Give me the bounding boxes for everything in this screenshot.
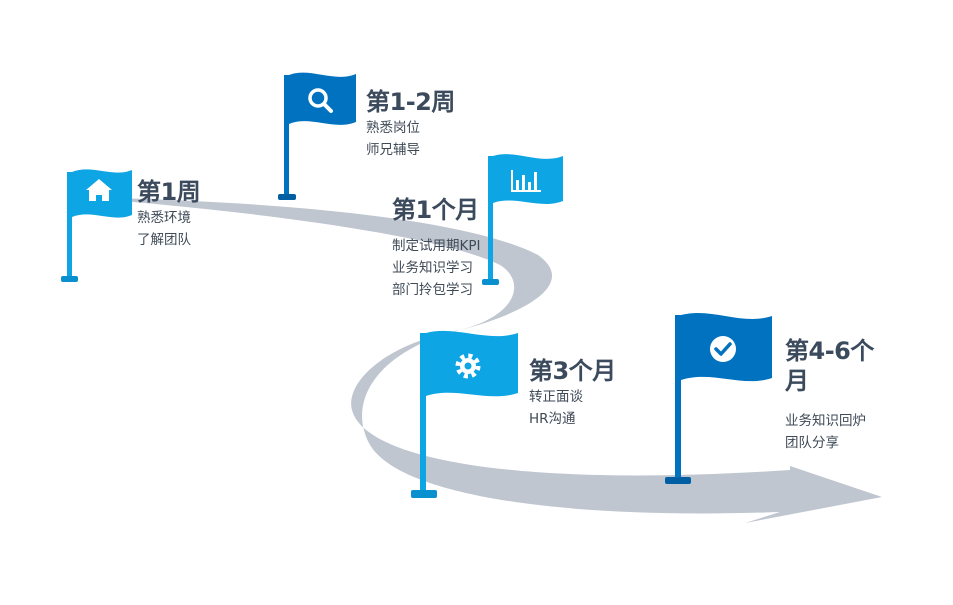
flag-month4-6 — [665, 312, 772, 484]
milestone-desc: 熟悉岗位 师兄辅导 — [366, 117, 455, 161]
desc-line: 了解团队 — [137, 232, 191, 248]
desc-line: 师兄辅导 — [366, 142, 420, 158]
milestone-week1: 第1周 熟悉环境 了解团队 — [137, 177, 201, 251]
desc-line: HR沟通 — [529, 411, 576, 427]
search-icon — [308, 88, 333, 113]
title-line: 月 — [785, 367, 809, 395]
milestone-week1-2: 第1-2周 熟悉岗位 师兄辅导 — [366, 87, 455, 161]
bar-chart-icon — [511, 170, 541, 192]
desc-line: 制定试用期KPI — [392, 238, 481, 254]
milestone-month1: 第1个月 制定试用期KPI 业务知识学习 部门拎包学习 — [392, 195, 480, 301]
desc-line: 业务知识回炉 — [785, 413, 866, 429]
desc-line: 部门拎包学习 — [392, 282, 473, 298]
milestone-desc: 制定试用期KPI 业务知识学习 部门拎包学习 — [392, 235, 480, 301]
flag-month1 — [482, 154, 563, 285]
milestone-month3: 第3个月 转正面谈 HR沟通 — [529, 356, 616, 430]
milestone-desc: 转正面谈 HR沟通 — [529, 386, 616, 430]
home-icon — [86, 179, 112, 201]
milestone-desc: 业务知识回炉 团队分享 — [785, 410, 874, 454]
milestone-title: 第1周 — [137, 178, 201, 206]
title-line: 第4-6个 — [785, 337, 874, 365]
road-arrow — [70, 197, 882, 523]
desc-line: 熟悉岗位 — [366, 120, 420, 136]
flag-week1-2 — [278, 72, 356, 200]
desc-line: 转正面谈 — [529, 389, 583, 405]
desc-line: 熟悉环境 — [137, 210, 191, 226]
milestone-month4-6: 第4-6个 月 业务知识回炉 团队分享 — [785, 336, 874, 454]
milestone-desc: 熟悉环境 了解团队 — [137, 207, 200, 251]
milestone-title: 第4-6个 月 — [785, 336, 874, 396]
gear-icon — [455, 353, 481, 379]
flag-week1 — [61, 169, 132, 282]
milestone-title: 第1-2周 — [366, 88, 455, 116]
desc-line: 业务知识学习 — [392, 260, 473, 276]
check-circle-icon — [710, 336, 736, 362]
flag-month3 — [411, 330, 518, 498]
milestone-title: 第1个月 — [392, 196, 479, 224]
desc-line: 团队分享 — [785, 435, 839, 451]
milestone-title: 第3个月 — [529, 357, 616, 385]
